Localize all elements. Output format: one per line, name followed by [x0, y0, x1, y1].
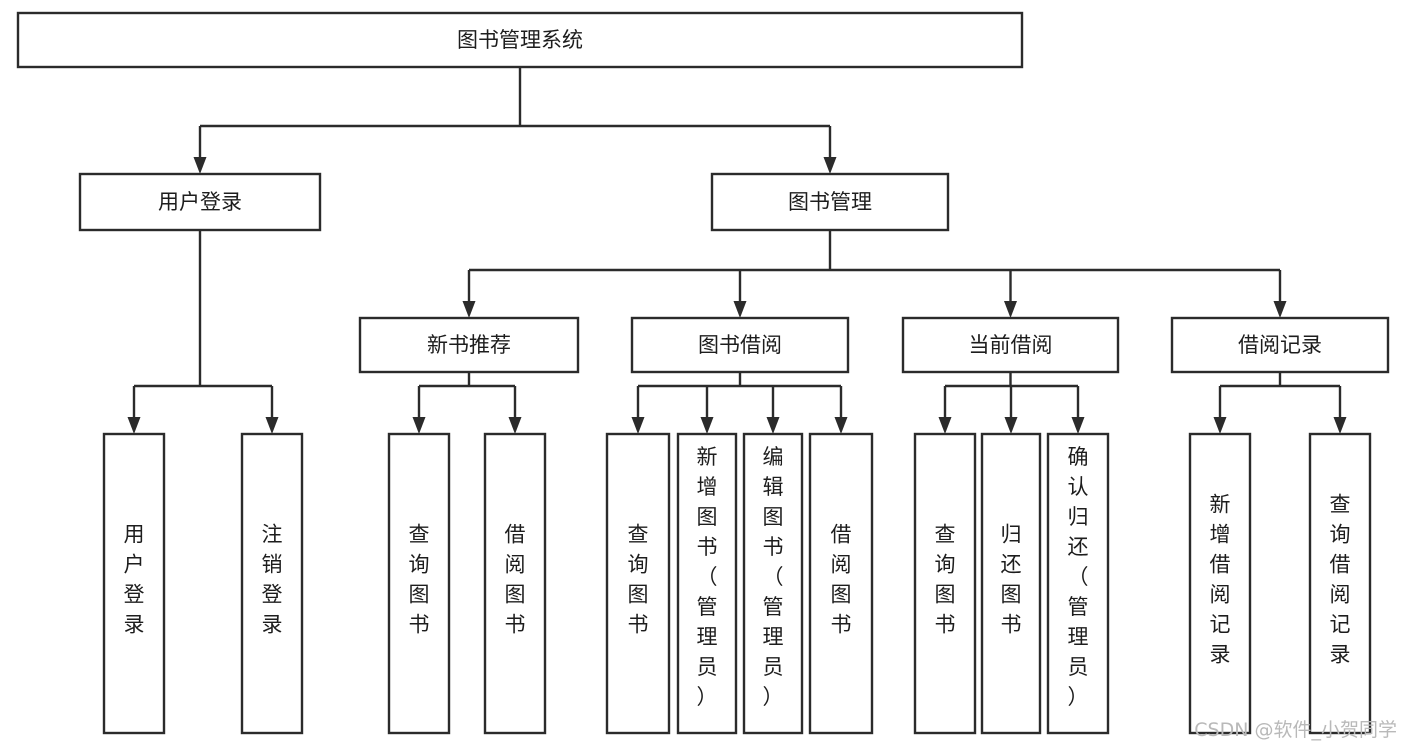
node-leaf-user-login[interactable]: 用户登录 — [102, 432, 166, 735]
arrow-head-edge-book-manage-borrow-record — [1273, 301, 1287, 318]
node-label-borrow-record: 借阅记录 — [1238, 333, 1322, 357]
connector-group-book-borrow — [631, 372, 848, 434]
node-book-manage[interactable]: 图书管理 — [710, 172, 950, 232]
connector-group-borrow-record — [1213, 372, 1347, 434]
arrow-head-edge-current-query-book — [938, 417, 952, 434]
node-label-leaf-query-book-1: 查询图书 — [409, 523, 430, 637]
node-label-current-borrow: 当前借阅 — [969, 333, 1053, 357]
node-leaf-query-book-2[interactable]: 查询图书 — [605, 432, 671, 735]
node-leaf-borrow-book-1[interactable]: 借阅图书 — [483, 432, 547, 735]
node-box-leaf-add-record — [1188, 432, 1252, 735]
node-label-new-book-recommend: 新书推荐 — [427, 333, 511, 357]
node-box-root — [16, 11, 1024, 69]
node-label-book-borrow: 图书借阅 — [698, 333, 782, 357]
node-leaf-query-book-3[interactable]: 查询图书 — [913, 432, 977, 735]
node-leaf-confirm-return[interactable]: 确认归还（管理员） — [1046, 432, 1110, 735]
arrow-head-edge-book-manage-new-book-recommend — [462, 301, 476, 318]
node-box-borrow-record — [1170, 316, 1390, 374]
node-box-leaf-user-login — [102, 432, 166, 735]
node-label-leaf-add-book: 新增图书（管理员） — [697, 445, 718, 709]
node-root[interactable]: 图书管理系统 — [16, 11, 1024, 69]
node-label-user-login: 用户登录 — [158, 190, 242, 214]
node-leaf-query-book-1[interactable]: 查询图书 — [387, 432, 451, 735]
node-label-leaf-user-login: 用户登录 — [124, 523, 145, 637]
arrow-head-edge-current-return-book — [1004, 417, 1018, 434]
node-label-leaf-logout: 注销登录 — [262, 523, 283, 637]
node-label-leaf-query-record: 查询借阅记录 — [1330, 493, 1351, 667]
node-label-leaf-return-book: 归还图书 — [1001, 523, 1022, 637]
node-leaf-add-record[interactable]: 新增借阅记录 — [1188, 432, 1252, 735]
node-leaf-edit-book[interactable]: 编辑图书（管理员） — [742, 432, 804, 735]
arrow-head-edge-user-login-leaf-user-login — [127, 417, 141, 434]
arrow-head-edge-borrow-borrow-book — [834, 417, 848, 434]
node-label-leaf-edit-book: 编辑图书（管理员） — [763, 445, 784, 709]
node-box-current-borrow — [901, 316, 1120, 374]
node-label-leaf-query-book-3: 查询图书 — [935, 523, 956, 637]
node-borrow-record[interactable]: 借阅记录 — [1170, 316, 1390, 374]
node-box-leaf-return-book — [980, 432, 1042, 735]
arrow-head-edge-record-add-record — [1213, 417, 1227, 434]
node-label-leaf-query-book-2: 查询图书 — [628, 523, 649, 637]
node-label-book-manage: 图书管理 — [788, 190, 872, 214]
connector-group-book-manage — [462, 230, 1287, 318]
node-box-book-borrow — [630, 316, 850, 374]
connector-layer — [127, 67, 1347, 434]
arrow-head-edge-root-book-manage — [823, 157, 837, 174]
node-box-user-login — [78, 172, 322, 232]
arrow-head-edge-root-user-login — [193, 157, 207, 174]
node-leaf-logout[interactable]: 注销登录 — [240, 432, 304, 735]
arrow-head-edge-book-manage-current-borrow — [1004, 301, 1017, 318]
arrow-head-edge-current-confirm-return — [1071, 417, 1085, 434]
node-box-leaf-logout — [240, 432, 304, 735]
csdn-watermark: CSDN @软件_小贺同学 — [1194, 719, 1397, 741]
node-label-leaf-confirm-return: 确认归还（管理员） — [1068, 445, 1089, 709]
node-user-login[interactable]: 用户登录 — [78, 172, 322, 232]
arrow-head-edge-borrow-query-book — [631, 417, 645, 434]
node-leaf-return-book[interactable]: 归还图书 — [980, 432, 1042, 735]
arrow-head-edge-book-manage-book-borrow — [733, 301, 747, 318]
arrow-head-edge-user-login-leaf-logout — [265, 417, 279, 434]
node-box-leaf-query-book-2 — [605, 432, 671, 735]
node-current-borrow[interactable]: 当前借阅 — [901, 316, 1120, 374]
node-box-new-book-recommend — [358, 316, 580, 374]
node-box-leaf-confirm-return — [1046, 432, 1110, 735]
connector-group-new-book-recommend — [412, 372, 522, 434]
node-box-leaf-borrow-book-1 — [483, 432, 547, 735]
arrow-head-edge-recommend-borrow-book — [508, 417, 522, 434]
node-box-leaf-borrow-book-2 — [808, 432, 874, 735]
node-box-leaf-query-book-3 — [913, 432, 977, 735]
node-leaf-add-book[interactable]: 新增图书（管理员） — [676, 432, 738, 735]
arrow-head-edge-borrow-add-book — [700, 417, 714, 434]
node-box-leaf-add-book — [676, 432, 738, 735]
node-leaf-borrow-book-2[interactable]: 借阅图书 — [808, 432, 874, 735]
arrow-head-edge-recommend-query-book — [412, 417, 426, 434]
node-box-leaf-edit-book — [742, 432, 804, 735]
node-label-root: 图书管理系统 — [457, 28, 583, 52]
node-layer: 图书管理系统用户登录图书管理新书推荐图书借阅当前借阅借阅记录用户登录注销登录查询… — [16, 11, 1390, 735]
connector-group-root — [193, 67, 837, 174]
node-leaf-query-record[interactable]: 查询借阅记录 — [1308, 432, 1372, 735]
connector-group-current-borrow — [938, 372, 1085, 434]
arrow-head-edge-borrow-edit-book — [766, 417, 780, 434]
node-box-book-manage — [710, 172, 950, 232]
node-box-leaf-query-record — [1308, 432, 1372, 735]
node-new-book-recommend[interactable]: 新书推荐 — [358, 316, 580, 374]
node-book-borrow[interactable]: 图书借阅 — [630, 316, 850, 374]
arrow-head-edge-record-query-record — [1333, 417, 1347, 434]
node-box-leaf-query-book-1 — [387, 432, 451, 735]
node-label-leaf-borrow-book-1: 借阅图书 — [505, 523, 526, 637]
connector-group-user-login — [127, 230, 279, 434]
node-label-leaf-add-record: 新增借阅记录 — [1210, 493, 1231, 667]
node-label-leaf-borrow-book-2: 借阅图书 — [831, 523, 852, 637]
